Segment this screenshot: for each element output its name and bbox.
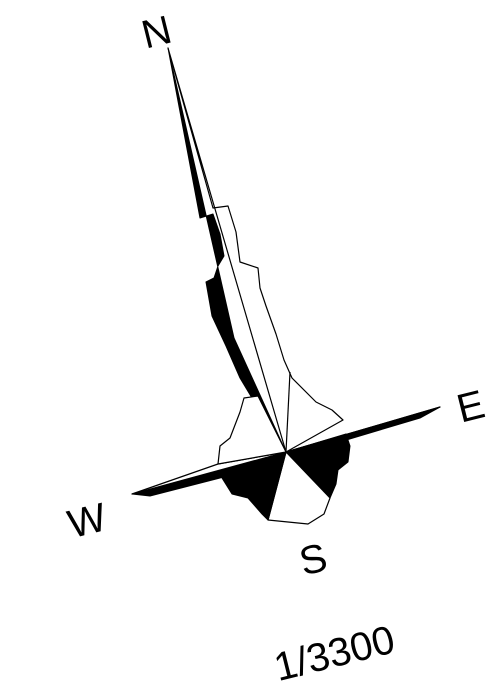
west-label: W	[64, 495, 112, 547]
north-arm-outline	[167, 47, 344, 453]
scale-label: 1/3300	[270, 618, 399, 690]
south-label: S	[295, 535, 332, 584]
south-right-shade	[285, 433, 351, 499]
east-label: E	[453, 382, 490, 431]
west-upper-lobe	[217, 395, 287, 465]
north-label: N	[137, 8, 176, 58]
centre-line-south	[267, 451, 287, 521]
centre-line-north	[285, 371, 291, 453]
